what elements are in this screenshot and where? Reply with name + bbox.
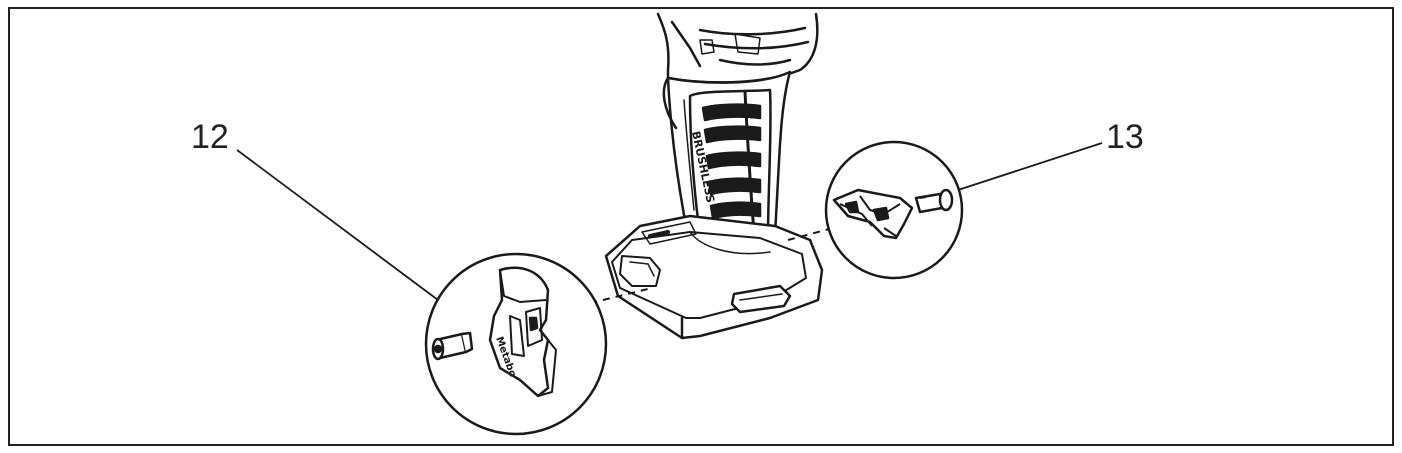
detail-circle-bit-holder <box>824 140 964 280</box>
callout-12: 12 <box>191 118 439 301</box>
detail-circle-belt-hook: Metabo <box>424 252 608 436</box>
bit-holder-icon <box>832 188 914 240</box>
leader-line-12 <box>236 149 439 301</box>
figure-frame <box>8 7 1394 446</box>
callout-13: 13 <box>957 118 1144 191</box>
callout-label-12: 12 <box>191 118 229 156</box>
screw-icon <box>431 331 474 361</box>
drill-illustration: BRUSHLESS <box>604 12 824 340</box>
leader-line-13 <box>957 142 1103 191</box>
callout-label-13: 13 <box>1106 118 1144 156</box>
screw-icon <box>914 188 954 214</box>
